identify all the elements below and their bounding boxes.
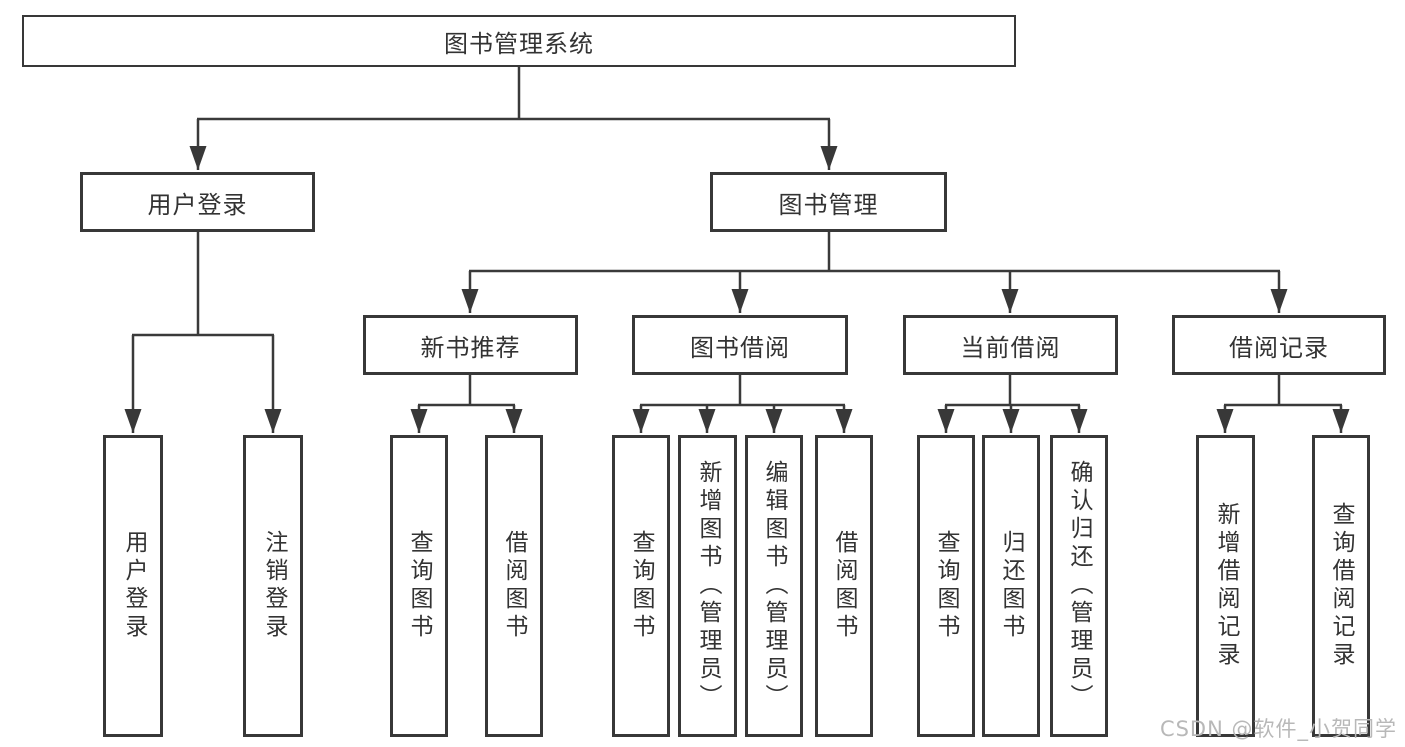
node-book-borrow: 图书借阅 <box>632 315 848 375</box>
leaf-current-confirm-return-admin: 确认归还（管理员） <box>1050 435 1108 737</box>
node-book-management: 图书管理 <box>710 172 947 232</box>
node-user-login: 用户登录 <box>80 172 315 232</box>
node-current-borrow: 当前借阅 <box>903 315 1118 375</box>
leaf-recommend-borrow-books: 借阅图书 <box>485 435 543 737</box>
node-borrow-records: 借阅记录 <box>1172 315 1386 375</box>
csdn-watermark: CSDN @软件_小贺同学 <box>1159 717 1397 741</box>
leaf-current-return-books: 归还图书 <box>982 435 1040 737</box>
leaf-records-query-record: 查询借阅记录 <box>1312 435 1370 737</box>
leaf-borrow-edit-books-admin: 编辑图书（管理员） <box>745 435 803 737</box>
leaf-current-query-books: 查询图书 <box>917 435 975 737</box>
leaf-borrow-query-books: 查询图书 <box>612 435 670 737</box>
leaf-borrow-add-books-admin: 新增图书（管理员） <box>678 435 737 737</box>
leaf-records-add-record: 新增借阅记录 <box>1196 435 1255 737</box>
node-root-system: 图书管理系统 <box>22 15 1016 67</box>
leaf-recommend-query-books: 查询图书 <box>390 435 448 737</box>
node-new-book-recommend: 新书推荐 <box>363 315 578 375</box>
leaf-borrow-borrow-books: 借阅图书 <box>815 435 873 737</box>
leaf-user-login: 用户登录 <box>103 435 163 737</box>
leaf-logout: 注销登录 <box>243 435 303 737</box>
